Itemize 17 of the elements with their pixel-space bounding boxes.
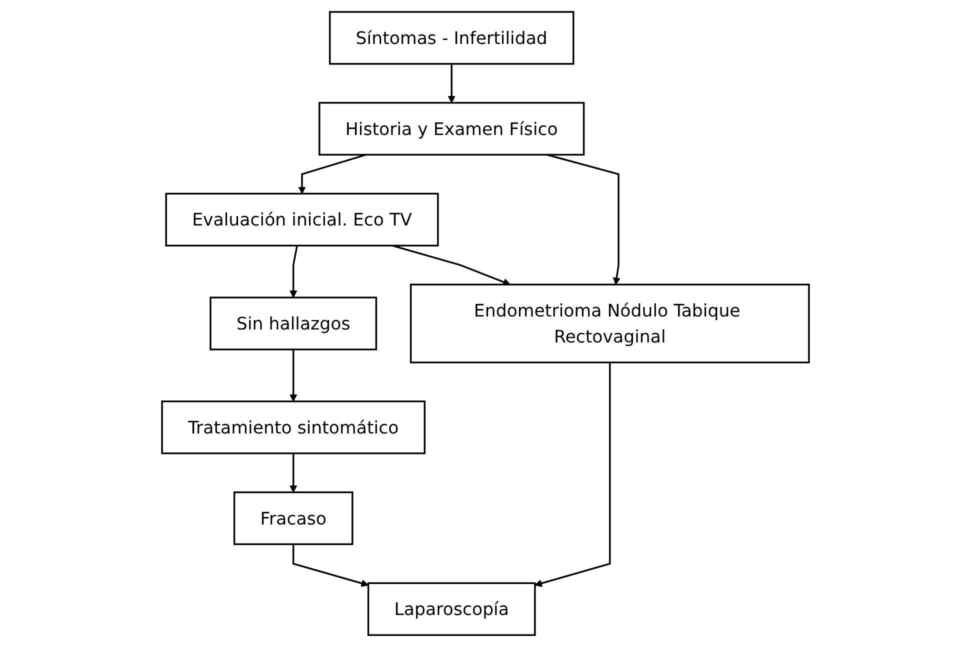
arrow [290,453,298,493]
arrow [298,154,366,194]
arrow [534,362,611,587]
node-box: Historia y Examen Físico [318,102,585,156]
node-box: Sin hallazgos [210,296,378,350]
arrow [290,245,298,298]
node-box: Síntomas - Infertilidad [328,11,574,65]
node-box: Evaluación inicial. Eco TV [165,192,439,246]
arrow [292,544,369,587]
node-box: Fracaso [233,491,354,546]
node-box: Endometrioma Nódulo Tabique Rectovaginal [410,284,810,364]
arrow [546,154,620,285]
arrow [448,64,456,104]
arrow [290,349,298,402]
node-box: Tratamiento sintomático [161,400,426,454]
node-box: Laparoscopía [367,582,536,636]
arrow [392,244,510,286]
